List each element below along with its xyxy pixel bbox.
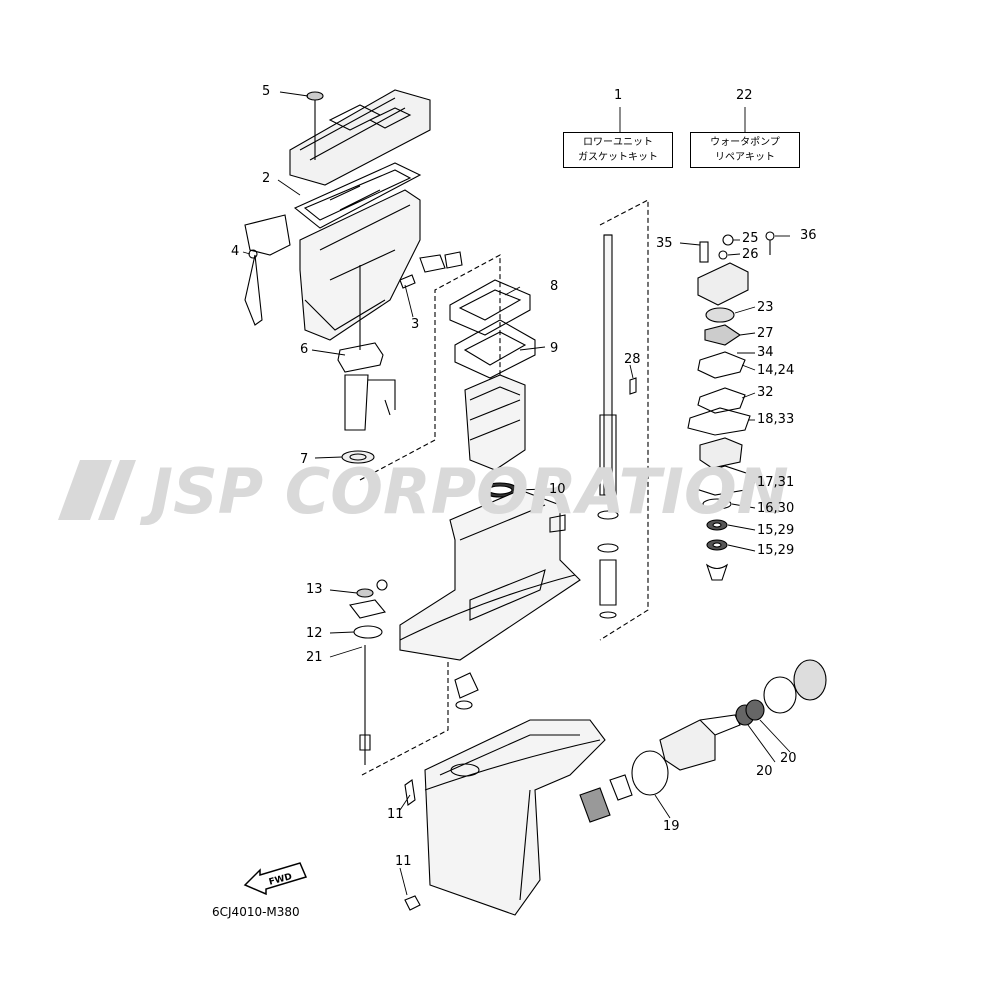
callout-17-31: 17,31: [757, 475, 795, 490]
callout-2: 2: [262, 171, 271, 186]
item-6-plate: [337, 342, 384, 373]
group-boundary-2: [599, 199, 649, 641]
item-5-part: [306, 91, 324, 101]
upper-housing: [399, 489, 581, 661]
watermark: JSP CORPORATION: [58, 455, 789, 525]
item-18-33-gasket: [687, 407, 751, 436]
callout-7: 7: [300, 452, 309, 467]
callout-12: 12: [306, 626, 323, 641]
callout-1: 1: [614, 88, 623, 103]
lower-unit-gasket-kit-box: ロワーユニット ガスケットキット: [563, 132, 673, 168]
item-23-insert: [705, 307, 735, 323]
kit-1-line2: ガスケットキット: [578, 152, 658, 163]
drawing-code: 6CJ4010-M380: [212, 905, 300, 919]
item-35-bolt: [699, 241, 709, 263]
svg-text:JSP CORPORATION: JSP CORPORATION: [139, 455, 789, 525]
callout-5: 5: [262, 84, 271, 99]
item-25-part: [722, 234, 734, 246]
item-32-plate: [697, 387, 746, 414]
callout-11b: 11: [395, 854, 412, 869]
callout-36: 36: [800, 228, 817, 243]
gasket-8: [449, 279, 531, 336]
item-4-bracket: [244, 214, 291, 256]
callout-14-24: 14,24: [757, 363, 795, 378]
fwd-arrow-icon: FWD: [243, 862, 308, 895]
item-19-oring: [631, 750, 669, 796]
callout-10: 10: [549, 482, 566, 497]
lower-casing: [424, 719, 606, 916]
callout-28: 28: [624, 352, 641, 367]
item-small-gear: [454, 672, 479, 699]
exhaust-guide: [464, 374, 526, 471]
retainer-ring: [763, 676, 797, 714]
callout-13: 13: [306, 582, 323, 597]
callout-21: 21: [306, 650, 323, 665]
item-17-31-gasket: [689, 465, 753, 496]
shift-rod-holder: [349, 599, 386, 619]
item-20-seal-b: [745, 699, 765, 721]
upper-mount-plate: [289, 89, 431, 186]
item-26-part: [718, 250, 728, 260]
callout-11a: 11: [387, 807, 404, 822]
callout-9: 9: [550, 341, 559, 356]
callout-19: 19: [663, 819, 680, 834]
callout-15-29b: 15,29: [757, 543, 795, 558]
callout-35: 35: [656, 236, 673, 251]
gasket-2: [293, 162, 422, 229]
callout-27: 27: [757, 326, 774, 341]
group-boundary-1: [359, 254, 501, 481]
item-11-bolt-b: [404, 895, 421, 911]
water-pump-repair-kit-box: ウォータポンプ リペアキット: [690, 132, 800, 168]
pump-housing: [697, 262, 749, 306]
callout-20b: 20: [780, 751, 797, 766]
extension-tube: [344, 374, 369, 431]
item-4-arm: [244, 254, 263, 326]
callout-3: 3: [411, 317, 420, 332]
item-16-30-oring: [702, 498, 732, 510]
item-11-bolt-a: [404, 779, 416, 806]
callout-23: 23: [757, 300, 774, 315]
item-13-part: [356, 588, 374, 598]
kit-1-line1: ロワーユニット: [583, 137, 653, 148]
item-12-oring: [353, 625, 383, 639]
shaft-bushing: [599, 559, 617, 606]
bearing-housing: [659, 719, 716, 771]
pump-case-lower: [699, 437, 743, 469]
callout-32: 32: [757, 385, 774, 400]
ring-nut: [793, 659, 827, 701]
callout-22: 22: [736, 88, 753, 103]
kit-22-line1: ウォータポンプ: [710, 137, 780, 148]
kit-22-line2: リペアキット: [715, 152, 775, 163]
forward-gear: [579, 787, 611, 823]
callout-16-30: 16,30: [757, 501, 795, 516]
shaft-washer: [597, 510, 619, 520]
callout-18-33: 18,33: [757, 412, 795, 427]
item-28-pin: [629, 377, 637, 395]
callout-8: 8: [550, 279, 559, 294]
callout-4: 4: [231, 244, 240, 259]
callout-15-29a: 15,29: [757, 523, 795, 538]
item-27-impeller: [704, 324, 741, 346]
callout-6: 6: [300, 342, 309, 357]
callout-20a: 20: [756, 764, 773, 779]
item-14-24-gasket: [697, 351, 746, 379]
callout-26: 26: [742, 247, 759, 262]
gasket-9: [454, 319, 536, 379]
callout-25: 25: [742, 231, 759, 246]
item-3-bolt: [399, 274, 416, 289]
group-boundary-3: [361, 660, 449, 776]
callout-34: 34: [757, 345, 774, 360]
